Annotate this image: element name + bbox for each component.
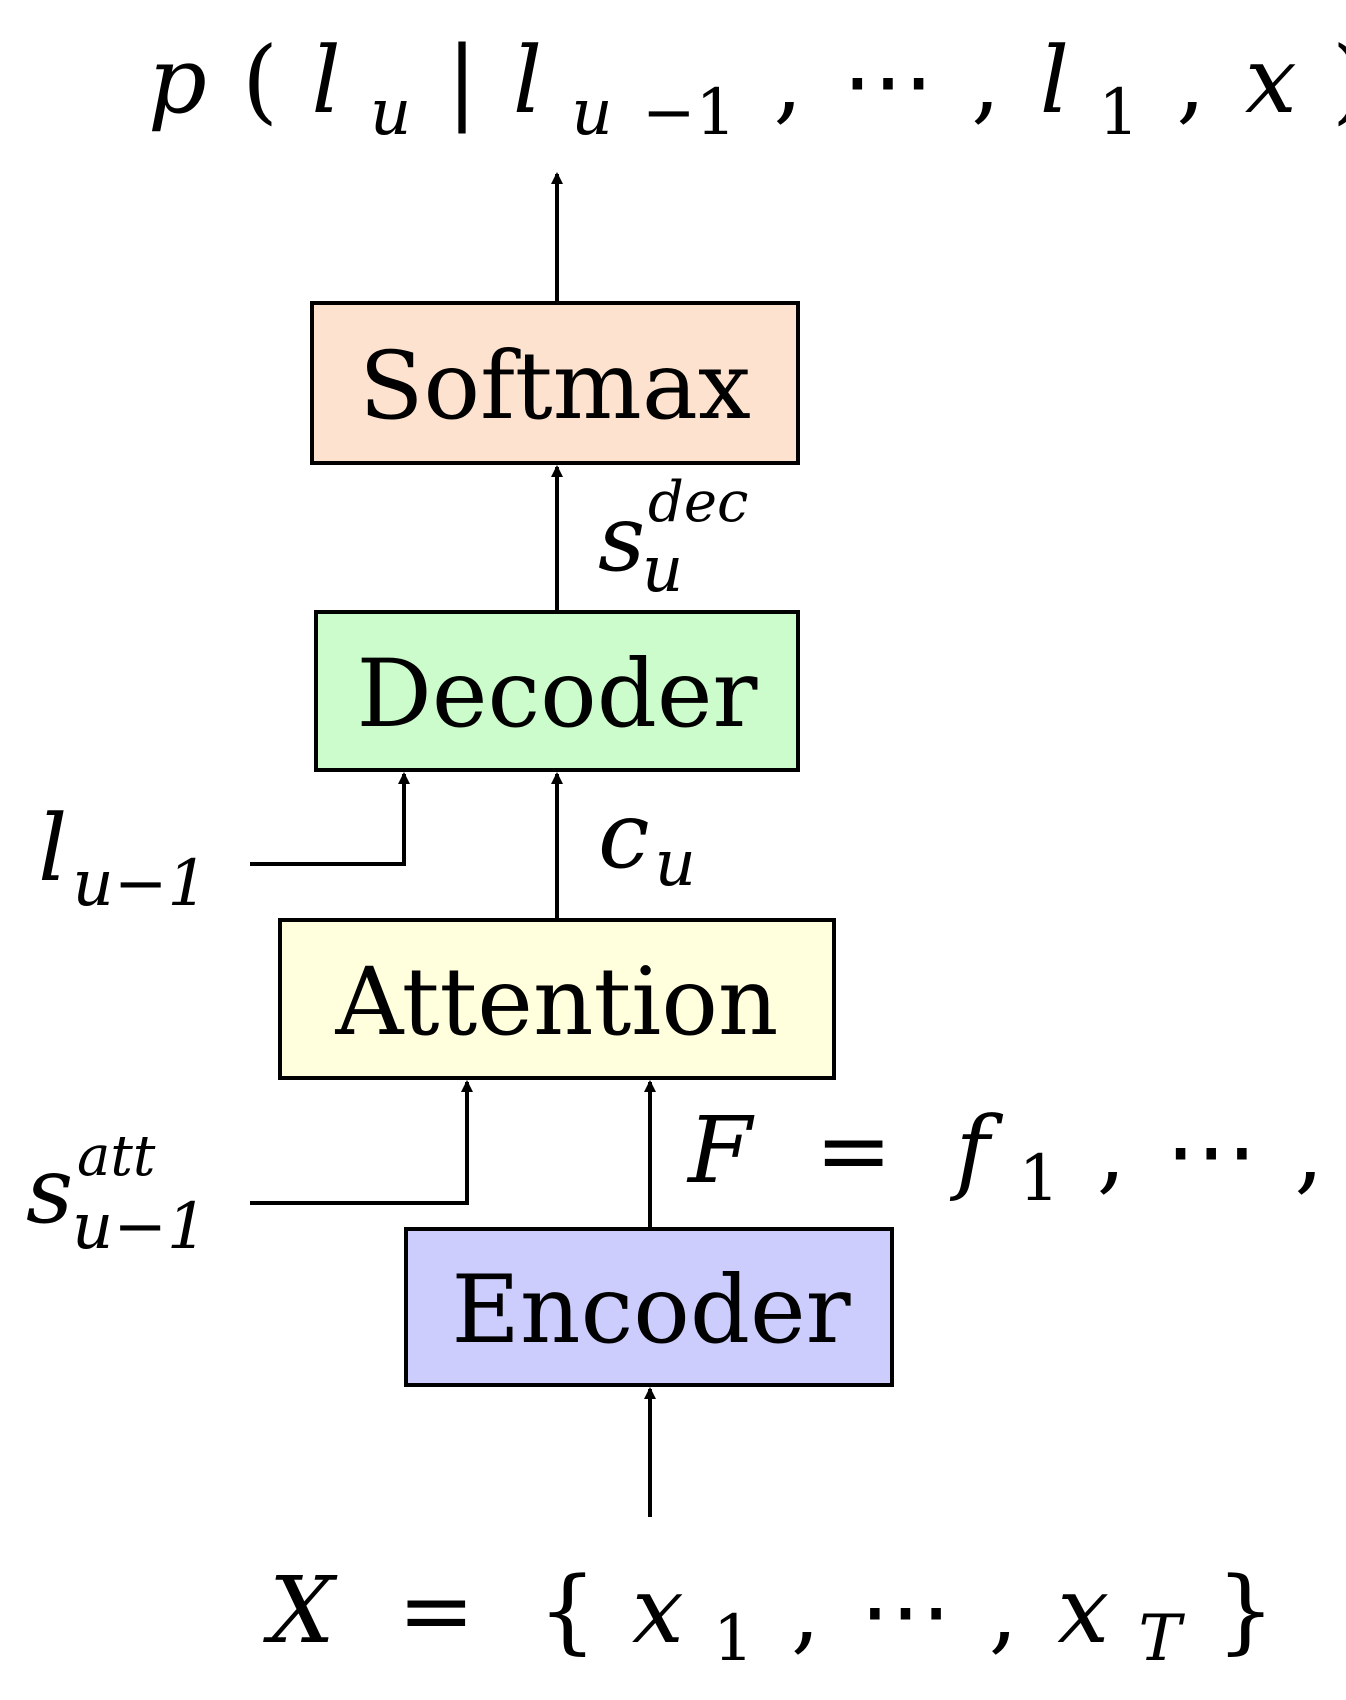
softmax-block: Softmax xyxy=(310,301,800,465)
input-equals: = xyxy=(398,1557,475,1664)
input-xT: x xyxy=(1057,1557,1109,1664)
encoder-block: Encoder xyxy=(404,1227,894,1387)
s-att-base: s xyxy=(26,1137,73,1244)
output-comma-1: , xyxy=(773,27,802,134)
output-u-current: u xyxy=(370,76,411,150)
context-vector-label: c u xyxy=(598,782,696,901)
decoder-label: Decoder xyxy=(357,640,758,749)
output-x: x xyxy=(1245,27,1297,134)
input-left-brace: { xyxy=(538,1557,597,1664)
attention-box xyxy=(278,918,836,1080)
decoder-state-label: s dec u xyxy=(598,470,753,607)
feature-sequence-label: F = f 1 , ⋯ , f T xyxy=(686,1097,1346,1222)
features-f1: f xyxy=(949,1097,1003,1204)
output-open-paren: ( xyxy=(242,27,278,134)
s-dec-sup: dec xyxy=(648,470,748,535)
output-probability: p ( l u | l u −1 , ⋯ , l 1 , x ) xyxy=(148,27,1346,156)
l-prev-base: l xyxy=(38,795,67,902)
output-one: 1 xyxy=(1098,76,1139,150)
output-close-paren: ) xyxy=(1332,27,1346,134)
output-l-current: l xyxy=(311,27,340,134)
c-base: c xyxy=(598,782,650,889)
output-bar: | xyxy=(446,27,477,134)
attention-state-arrow xyxy=(250,1080,473,1205)
s-dec-base: s xyxy=(598,485,645,592)
input-T: T xyxy=(1138,1602,1185,1676)
l-prev-sub: u−1 xyxy=(73,847,209,921)
input-dots: ⋯ xyxy=(860,1557,952,1664)
output-p: p xyxy=(148,27,207,134)
decoder-box xyxy=(314,610,800,772)
s-att-sup: att xyxy=(77,1124,156,1189)
output-l-first: l xyxy=(1040,27,1069,134)
input-comma-1: , xyxy=(791,1557,820,1664)
attention-state-label: s att u−1 xyxy=(26,1124,208,1264)
input-X: X xyxy=(263,1557,338,1664)
features-dots: ⋯ xyxy=(1165,1097,1257,1204)
features-one: 1 xyxy=(1019,1142,1060,1216)
input-comma-2: , xyxy=(989,1557,1018,1664)
input-one: 1 xyxy=(713,1602,754,1676)
output-u-previous: u xyxy=(571,76,612,150)
encoder-box xyxy=(404,1227,894,1387)
features-F: F xyxy=(686,1097,755,1204)
output-minus-one: −1 xyxy=(642,76,736,150)
input-x1: x xyxy=(632,1557,684,1664)
input-sequence-label: X = { x 1 , ⋯ , x T } xyxy=(263,1557,1275,1682)
features-comma-2: , xyxy=(1294,1097,1323,1204)
c-sub: u xyxy=(655,827,696,901)
input-right-brace: } xyxy=(1216,1557,1275,1664)
output-dots: ⋯ xyxy=(842,27,934,134)
decoder-block: Decoder xyxy=(314,610,800,772)
encoder-label: Encoder xyxy=(451,1256,850,1365)
attention-label: Attention xyxy=(335,948,779,1057)
previous-label-label: l u−1 xyxy=(38,795,208,921)
previous-label-arrow xyxy=(250,772,410,866)
features-equals: = xyxy=(815,1097,892,1204)
softmax-label: Softmax xyxy=(359,332,751,441)
attention-block: Attention xyxy=(278,918,836,1080)
output-l-previous: l xyxy=(513,27,542,134)
features-comma-1: , xyxy=(1097,1097,1126,1204)
s-dec-sub: u xyxy=(642,533,683,607)
s-att-sub: u−1 xyxy=(72,1190,208,1264)
output-comma-2: , xyxy=(971,27,1000,134)
output-comma-3: , xyxy=(1176,27,1205,134)
softmax-box xyxy=(310,301,800,465)
